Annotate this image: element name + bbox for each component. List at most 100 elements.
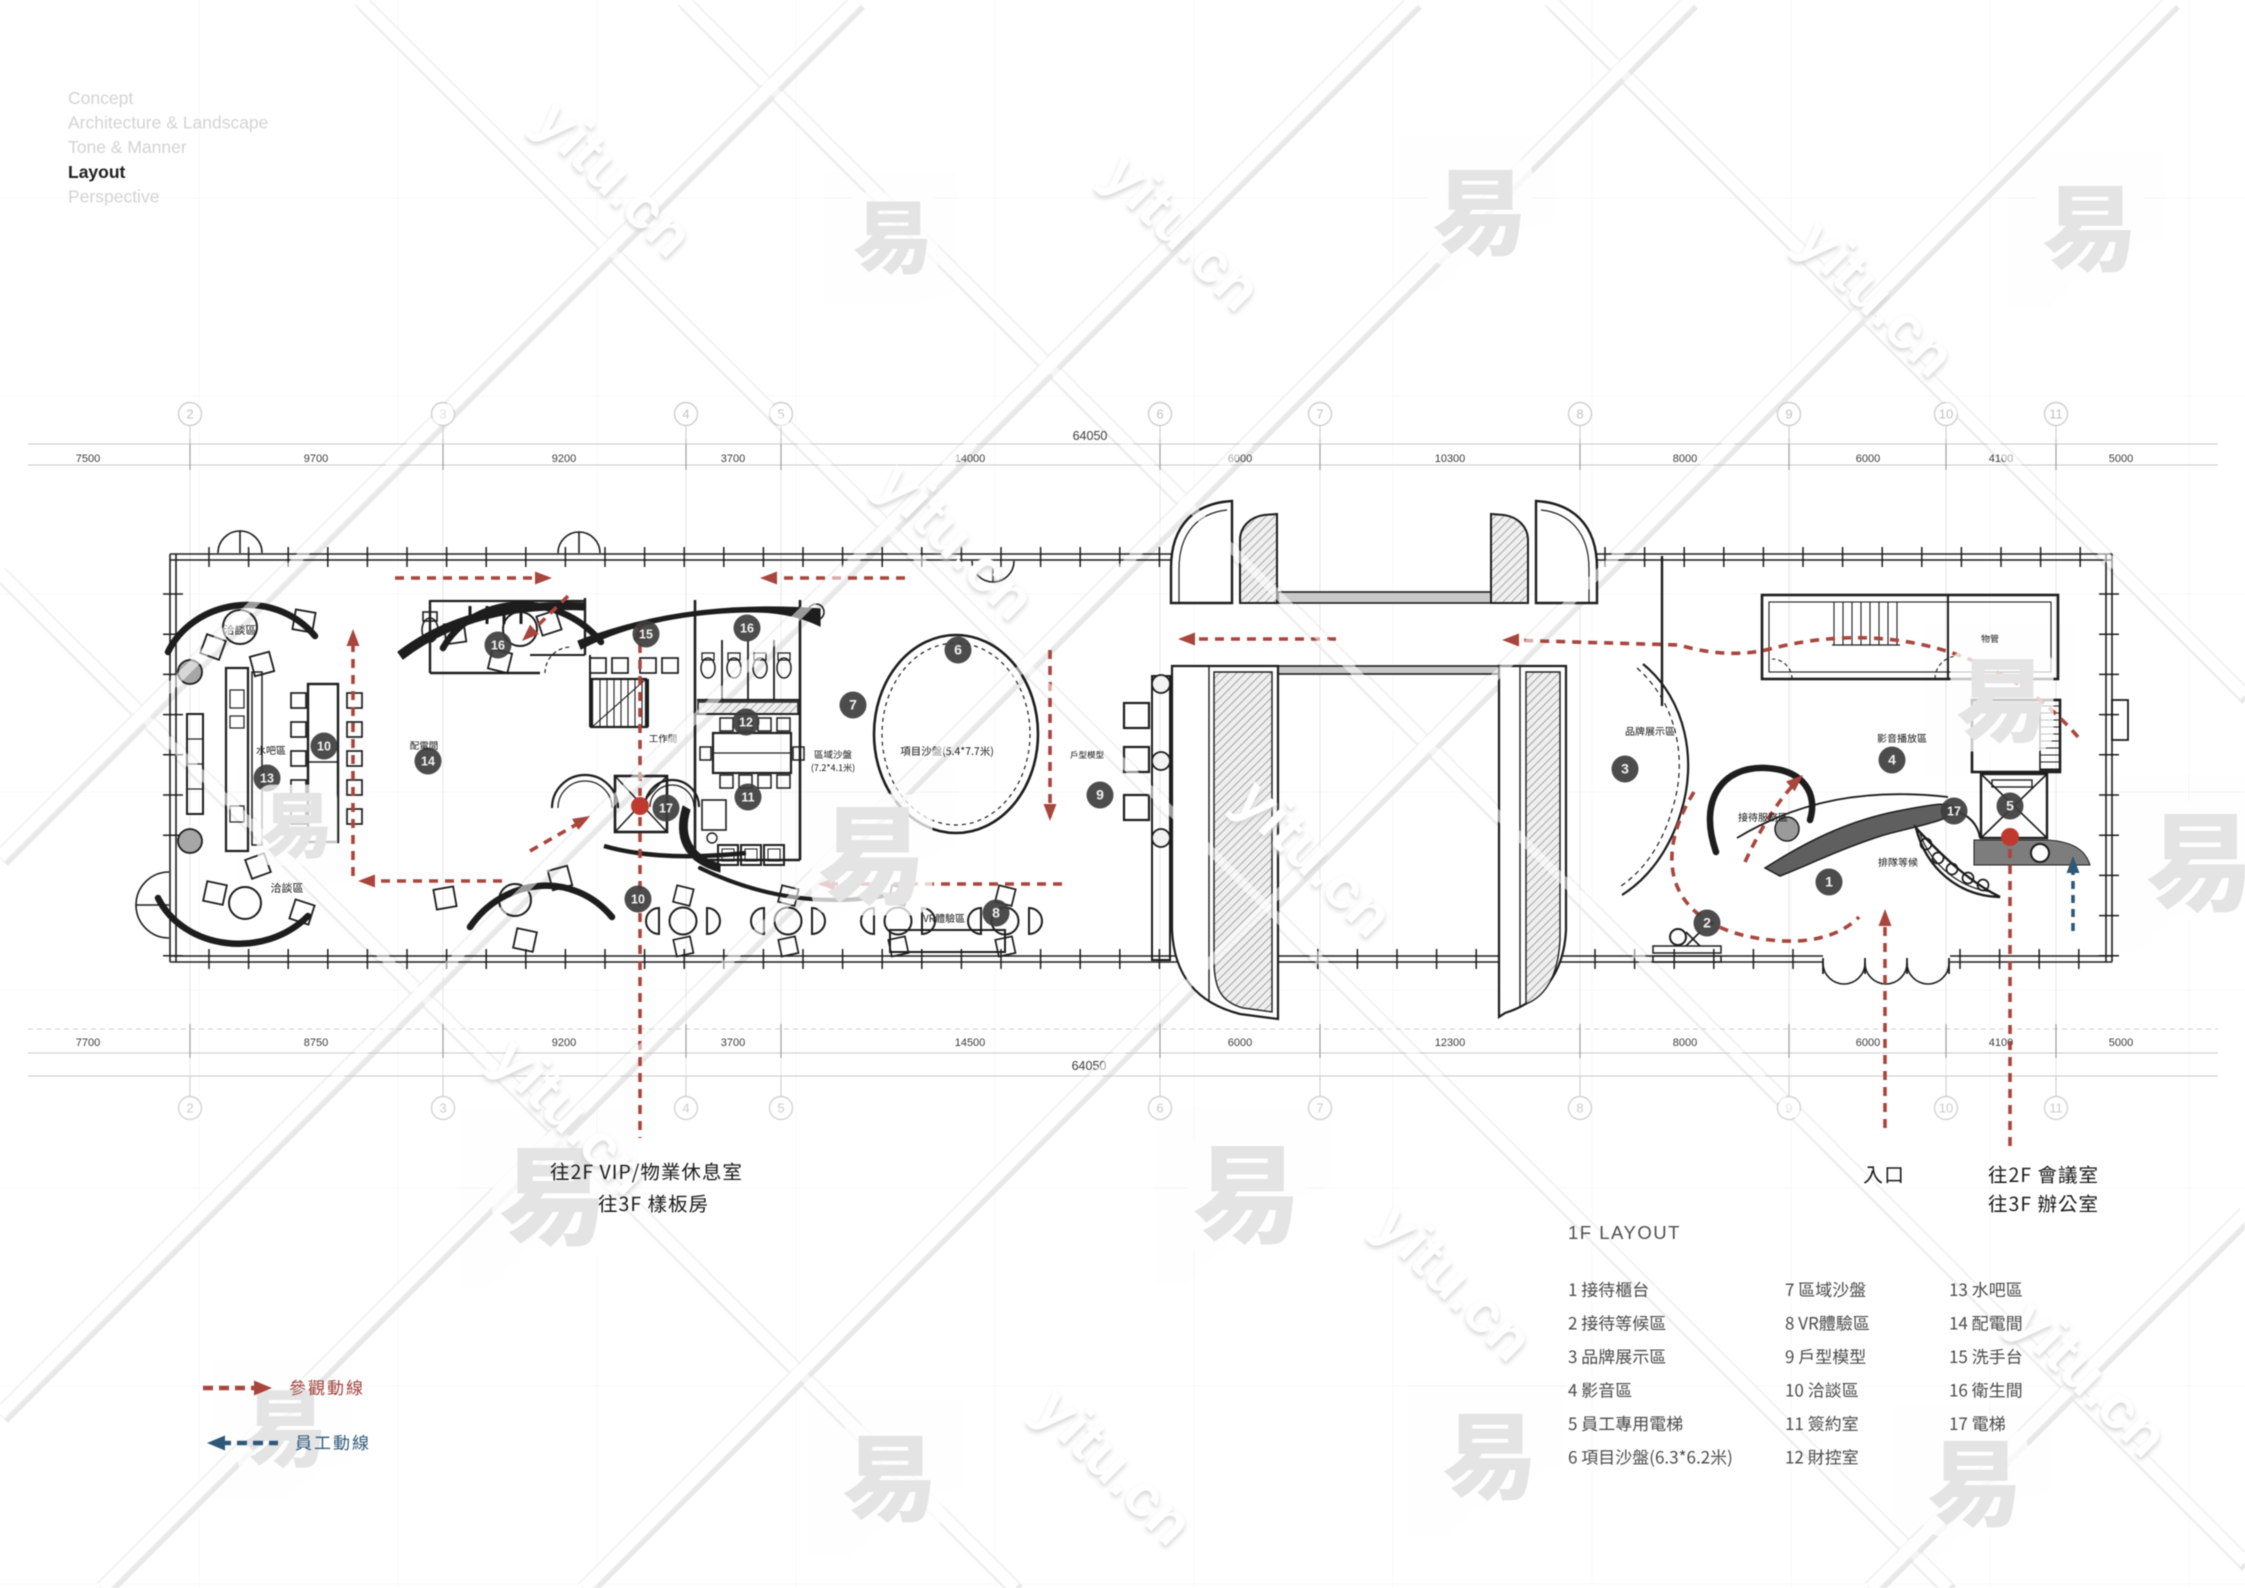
room-badge: 17 bbox=[1940, 797, 1968, 825]
yitu-logo-watermark bbox=[1921, 1429, 2029, 1537]
grid-bubble-bottom bbox=[1147, 1095, 1173, 1121]
yitu-brand-watermark: yitu.cn bbox=[1022, 1373, 1206, 1557]
arrow-head bbox=[358, 874, 375, 888]
nav-item-layout[interactable]: Layout bbox=[68, 162, 126, 182]
nav-item-tone-manner[interactable]: Tone & Manner bbox=[68, 137, 187, 157]
arrow-head bbox=[1043, 804, 1057, 821]
circulation-arrows bbox=[346, 571, 2080, 1148]
grid-number-bottom: 2 bbox=[186, 1101, 193, 1116]
grid-bubble-bottom bbox=[673, 1095, 699, 1121]
grid-number-bottom: 8 bbox=[1576, 1101, 1583, 1116]
yitu-logo-watermark bbox=[1426, 158, 1534, 266]
total-dimension-top: 64050 bbox=[1073, 429, 1108, 443]
room-badge: 7 bbox=[839, 691, 867, 719]
badge-number: 17 bbox=[659, 802, 673, 816]
visitor-flow-arrow bbox=[1504, 636, 2080, 739]
plan-label bbox=[256, 745, 286, 755]
grid-bubble-bottom bbox=[177, 1095, 203, 1121]
badge-number: 12 bbox=[739, 716, 753, 730]
dimension-bottom: 4100 bbox=[1989, 1037, 2013, 1049]
callout-label bbox=[1988, 1165, 2097, 1184]
grid-bubble-top bbox=[1567, 401, 1593, 427]
room-badge: 10 bbox=[624, 885, 652, 913]
grid-number-top: 2 bbox=[186, 407, 193, 422]
grid-bubble-bottom bbox=[1567, 1095, 1593, 1121]
legend-item bbox=[1785, 1315, 1870, 1331]
dimension-bottom: 12300 bbox=[1435, 1037, 1466, 1049]
badge-number: 16 bbox=[491, 639, 505, 653]
dimension-top: 8000 bbox=[1673, 453, 1697, 465]
room-badge: 5 bbox=[1996, 792, 2024, 820]
badge-number: 7 bbox=[849, 697, 857, 713]
slide-nav: Concept Architecture & Landscape Tone & … bbox=[68, 88, 268, 206]
plan-label bbox=[1877, 733, 1927, 743]
room-badge: 14 bbox=[414, 747, 442, 775]
arrow-head bbox=[1878, 909, 1892, 926]
grid-number-top: 4 bbox=[682, 407, 689, 422]
yitu-brand-watermark: yitu.cn bbox=[1362, 1189, 1546, 1373]
arrow-head bbox=[2066, 856, 2080, 873]
nav-item-perspective[interactable]: Perspective bbox=[68, 186, 159, 206]
plan-label bbox=[814, 750, 852, 759]
grid-number-top: 11 bbox=[2049, 407, 2063, 422]
plan-label bbox=[1070, 750, 1104, 759]
dimension-bottom: 8000 bbox=[1673, 1037, 1697, 1049]
legend-item bbox=[1785, 1281, 1866, 1298]
room-badge: 9 bbox=[1086, 781, 1114, 809]
dimension-bottom: 3700 bbox=[721, 1037, 745, 1049]
dimension-bottom: 7700 bbox=[76, 1037, 100, 1049]
dimension-top: 9700 bbox=[304, 453, 328, 465]
room-badge: 8 bbox=[982, 899, 1010, 927]
yitu-logo-watermark bbox=[811, 794, 933, 916]
legend-item bbox=[1950, 1415, 2005, 1432]
arrow-head bbox=[522, 624, 539, 641]
plan-label bbox=[811, 763, 855, 773]
arrow-head bbox=[572, 816, 590, 831]
room-badge: 17 bbox=[652, 794, 680, 822]
yitu-logo-watermark bbox=[256, 784, 338, 866]
unit-models bbox=[1122, 674, 1171, 961]
room-badge: 1 bbox=[1815, 868, 1843, 896]
dimension-top: 3700 bbox=[721, 453, 745, 465]
badge-number: 9 bbox=[1096, 787, 1104, 803]
grid-bubble-bottom bbox=[768, 1095, 794, 1121]
room-badge: 15 bbox=[632, 620, 660, 648]
legend-item bbox=[1950, 1348, 2022, 1365]
grid-number-top: 5 bbox=[777, 407, 784, 422]
gate-structure bbox=[1169, 499, 1599, 1021]
legend-item bbox=[1568, 1415, 1683, 1432]
grid-number-top: 7 bbox=[1316, 407, 1323, 422]
grid-number-bottom: 10 bbox=[1939, 1101, 1953, 1116]
grid-number-bottom: 11 bbox=[2049, 1101, 2063, 1116]
grid-number-bottom: 6 bbox=[1156, 1101, 1163, 1116]
nav-item-concept[interactable]: Concept bbox=[68, 88, 133, 108]
grid-bubble-bottom bbox=[1933, 1095, 1959, 1121]
grid-bubble-bottom bbox=[430, 1095, 456, 1121]
yitu-logo-watermark bbox=[492, 1135, 614, 1257]
doors bbox=[135, 530, 1950, 985]
callout-label bbox=[1988, 1194, 2097, 1213]
room-badge: 16 bbox=[484, 631, 512, 659]
badge-number: 10 bbox=[631, 893, 645, 907]
project-sand-table bbox=[872, 633, 1040, 835]
plan-label bbox=[1625, 726, 1675, 736]
dimension-bottom: 5000 bbox=[2109, 1037, 2133, 1049]
plan-label bbox=[410, 741, 438, 750]
right-block bbox=[1617, 556, 2129, 963]
grid-bubble-bottom bbox=[2043, 1095, 2069, 1121]
legend-item bbox=[1568, 1449, 1732, 1467]
yitu-logo-watermark bbox=[1436, 1402, 1544, 1510]
badge-number: 17 bbox=[1947, 805, 1961, 819]
plan-label bbox=[270, 882, 303, 893]
yitu-logo-watermark bbox=[848, 192, 938, 282]
grid-number-top: 6 bbox=[1156, 407, 1163, 422]
yitu-logo-watermark bbox=[836, 1424, 944, 1532]
badge-number: 5 bbox=[2006, 798, 2014, 814]
dimension-bottom: 8750 bbox=[304, 1037, 328, 1049]
nav-item-architecture-landscape[interactable]: Architecture & Landscape bbox=[68, 113, 268, 133]
grid-bubble-top bbox=[177, 401, 203, 427]
dimension-top: 5000 bbox=[2109, 453, 2133, 465]
plan-label bbox=[923, 913, 965, 923]
